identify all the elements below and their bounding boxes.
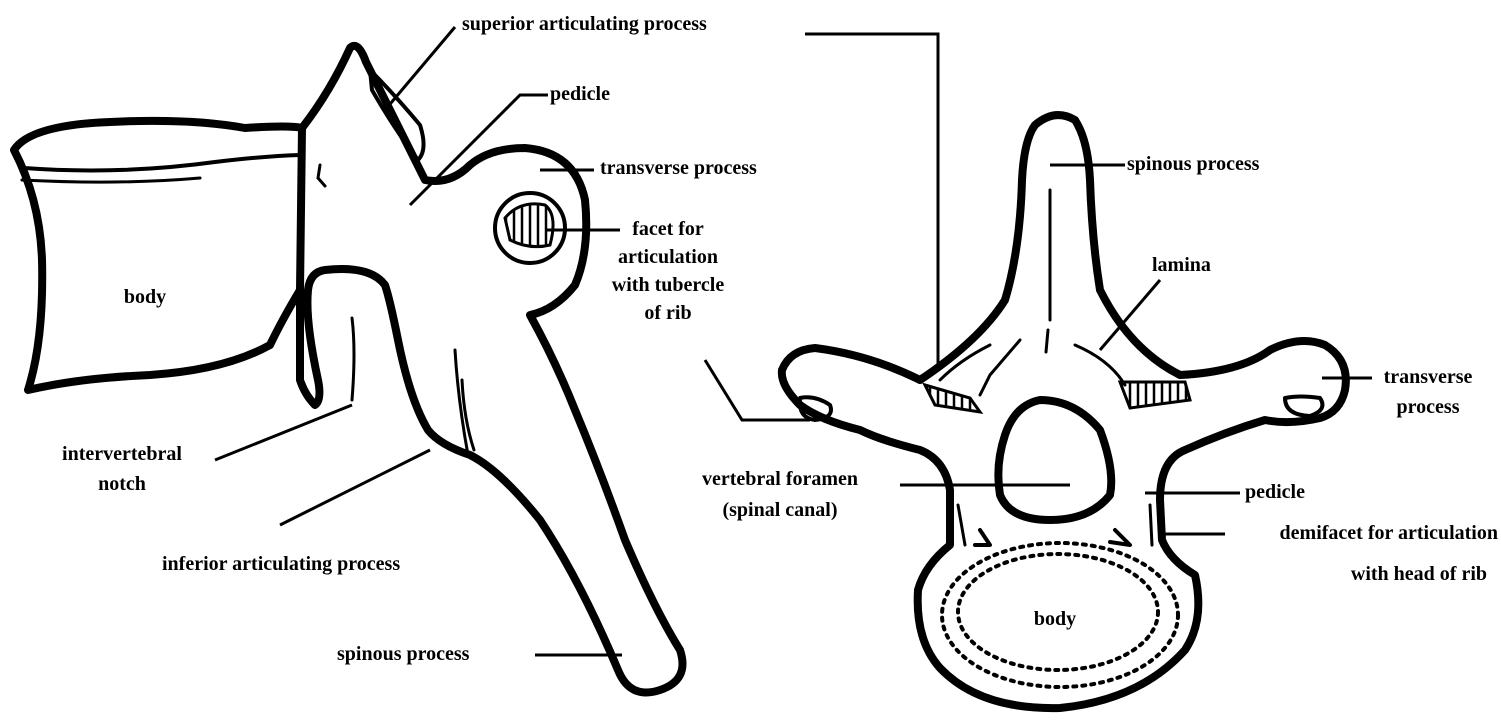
label-foramen-line1: vertebral foramen — [702, 468, 858, 490]
labels: superior articulating process pedicle tr… — [62, 13, 1498, 665]
label-demifacet-line1: demifacet for articulation — [1280, 522, 1498, 544]
label-superior-spinous-process: spinous process — [1127, 153, 1260, 175]
label-transverse-line1: transverse — [1384, 366, 1473, 388]
label-facet-line2: articulation — [618, 246, 718, 268]
label-superior-body: body — [1034, 608, 1076, 630]
label-superior-pedicle: pedicle — [1245, 481, 1305, 503]
label-facet-line3: with tubercle — [612, 274, 725, 296]
label-demifacet-line2: with head of rib — [1351, 563, 1487, 585]
leader-superior-articulating-long — [805, 34, 938, 370]
label-lateral-pedicle: pedicle — [550, 83, 610, 105]
label-lateral-body: body — [124, 286, 166, 308]
label-intervertebral-line2: notch — [98, 473, 146, 495]
superior-pedicle-notch-right — [1150, 505, 1152, 545]
lateral-arch-outline — [300, 46, 683, 693]
leader-intervertebral — [215, 405, 352, 460]
lateral-view — [14, 46, 683, 693]
lateral-inferior-process-line — [352, 318, 354, 400]
label-intervertebral-line1: intervertebral — [62, 443, 182, 465]
label-inferior-articulating-process: inferior articulating process — [162, 553, 400, 575]
label-facet-line1: facet for — [632, 218, 704, 240]
leader-inferior — [280, 450, 430, 525]
leader-superior-articulating — [385, 27, 455, 110]
label-superior-articulating-process: superior articulating process — [462, 13, 707, 35]
label-lamina: lamina — [1152, 254, 1211, 276]
lateral-body-outline — [14, 121, 315, 390]
label-lateral-transverse-process: transverse process — [600, 157, 757, 179]
label-foramen-line2: (spinal canal) — [722, 499, 837, 521]
superior-spinous-line-2 — [1046, 330, 1048, 352]
lateral-facet-hatch — [505, 204, 553, 247]
label-transverse-line2: process — [1397, 396, 1460, 418]
label-facet-line4: of rib — [644, 302, 691, 324]
label-lateral-spinous-process: spinous process — [337, 643, 470, 665]
